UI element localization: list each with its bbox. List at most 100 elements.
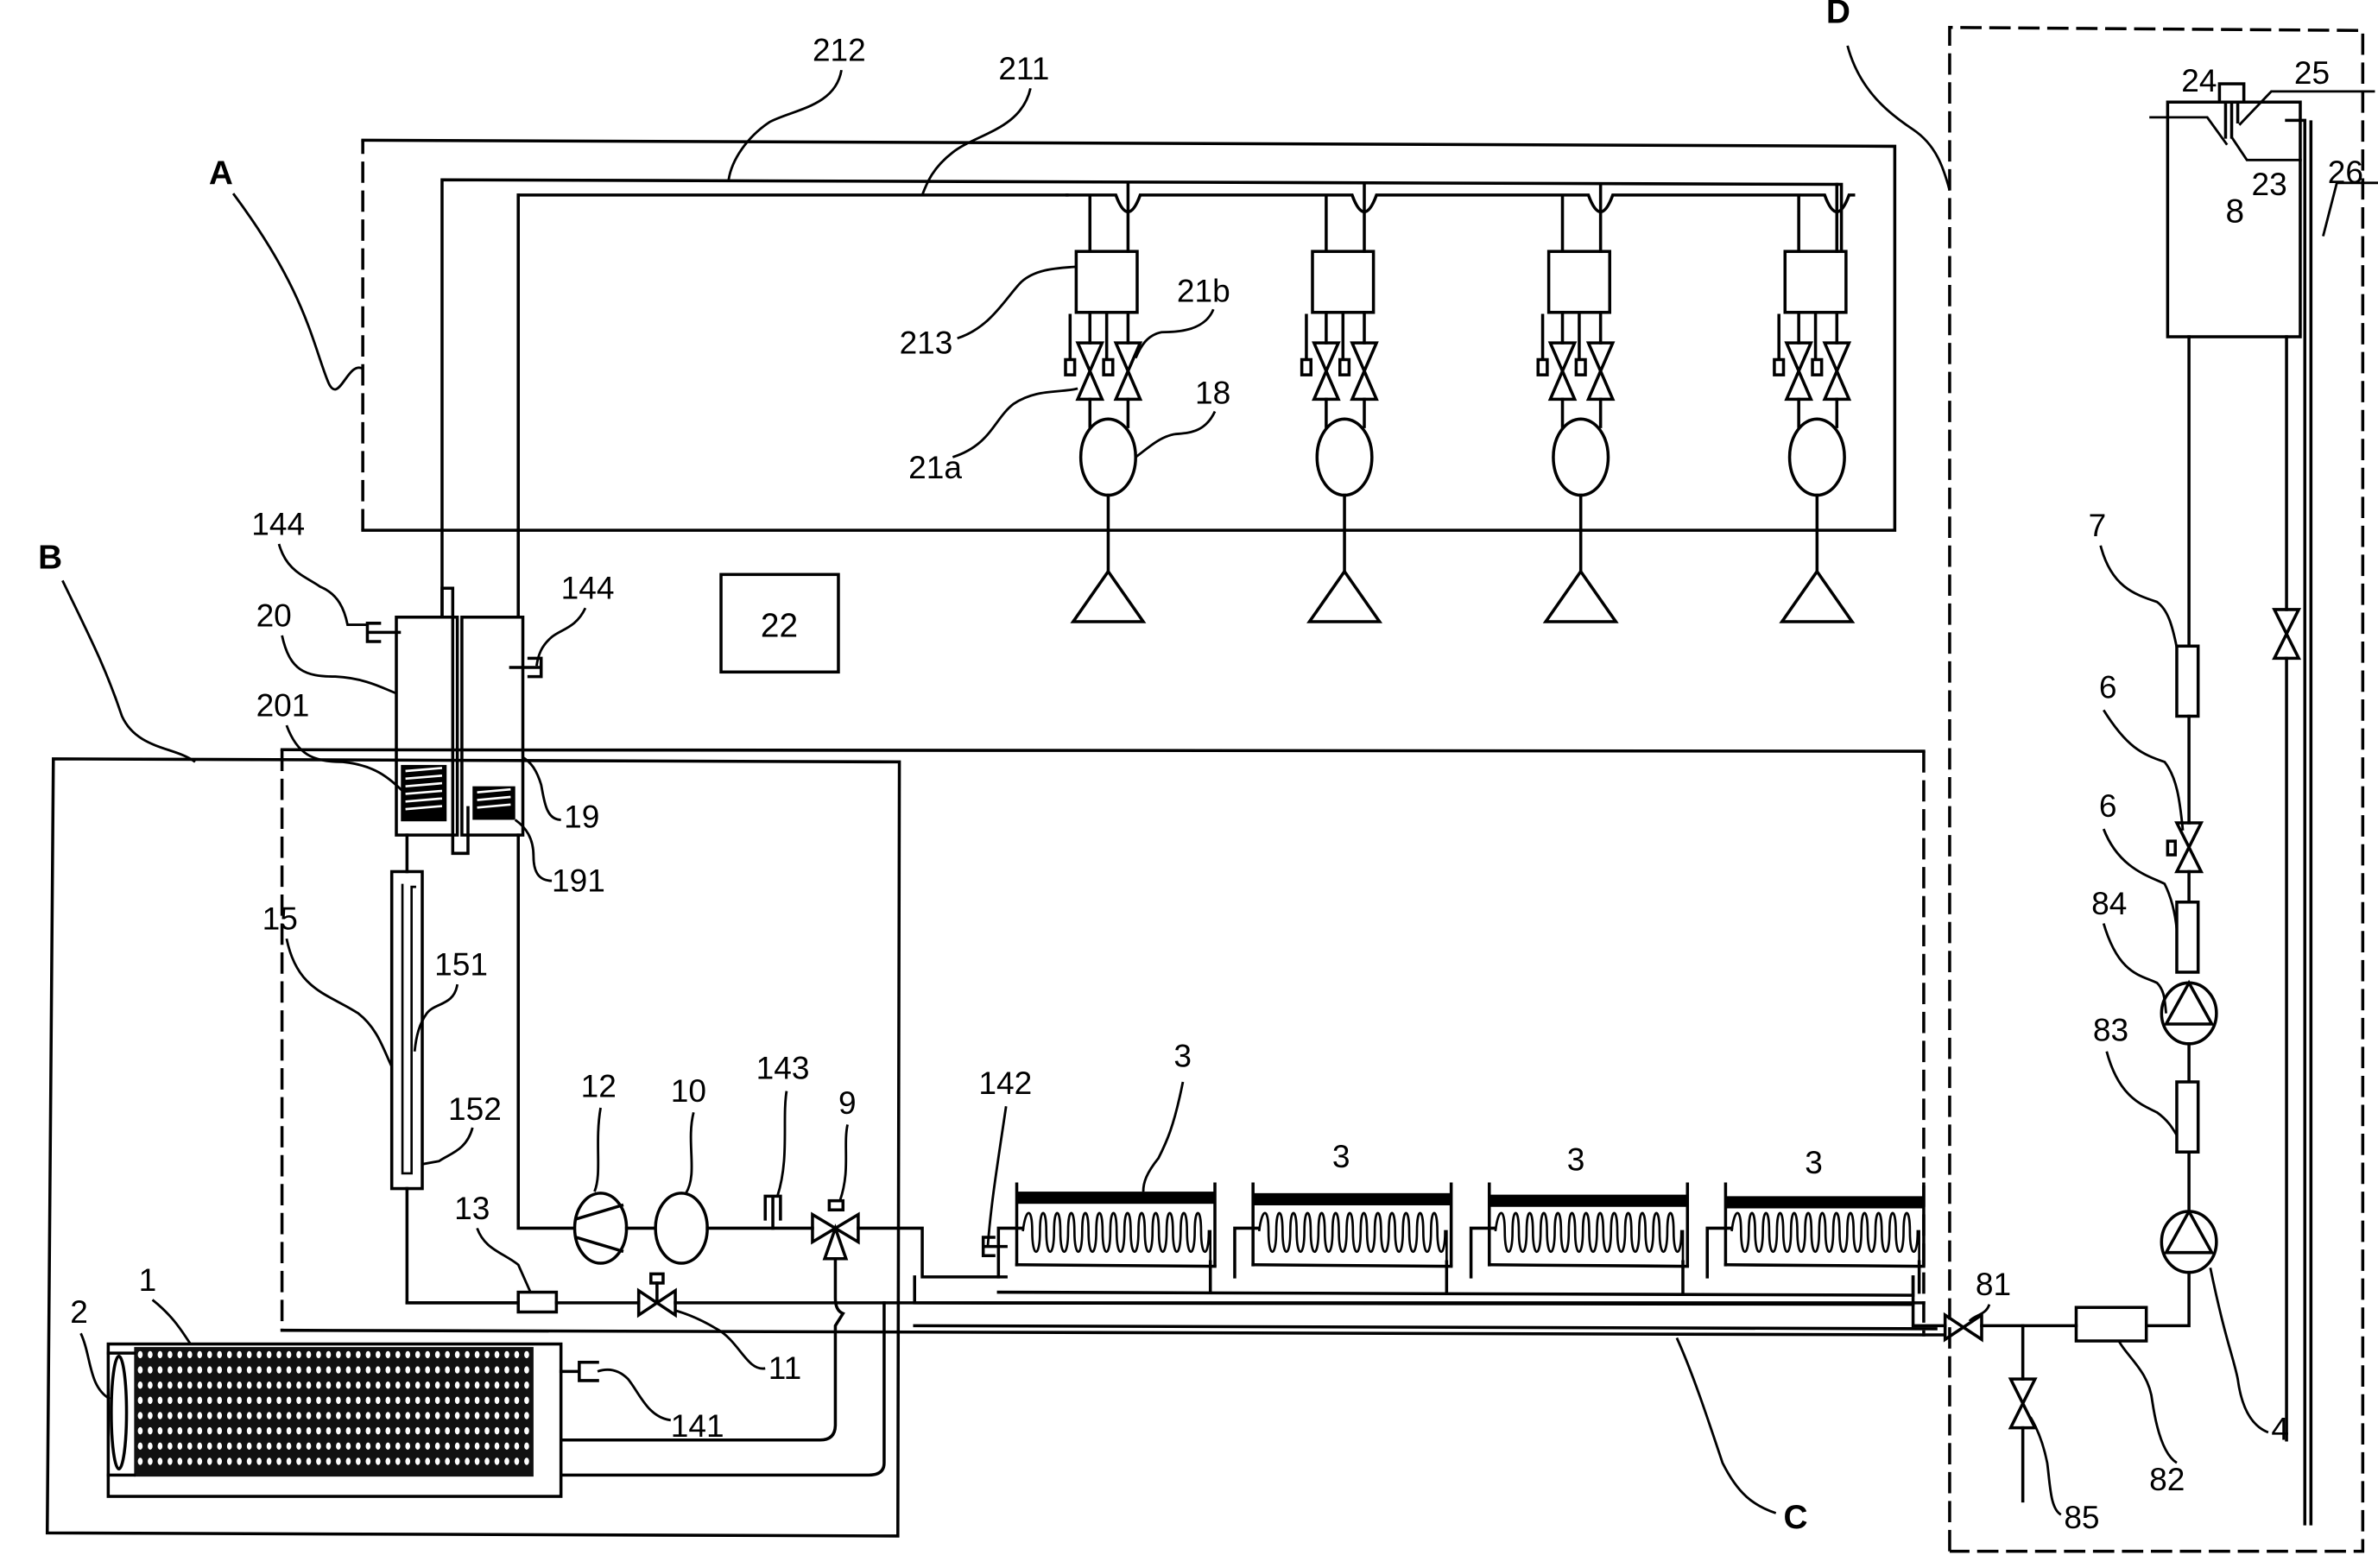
fin-dot xyxy=(158,1427,163,1434)
fin-dot xyxy=(475,1381,480,1388)
fin-dot xyxy=(415,1397,421,1404)
leader-143 xyxy=(777,1091,787,1197)
fin-dot xyxy=(524,1427,529,1434)
collector-connections xyxy=(998,1228,1210,1292)
leader-21b xyxy=(1135,309,1213,357)
fin-dot xyxy=(425,1351,430,1358)
fin-dot xyxy=(148,1366,153,1373)
label-3-first: 3 xyxy=(1173,1037,1192,1073)
fin-dot xyxy=(385,1457,390,1464)
inlet-valve-icon xyxy=(2274,610,2299,658)
fin-dot xyxy=(296,1427,301,1434)
filter-13-icon xyxy=(518,1293,556,1312)
label-4: 4 xyxy=(2271,1411,2289,1447)
valve-actuator-icon xyxy=(1576,359,1585,375)
fin-dot xyxy=(307,1397,312,1404)
leader-142 xyxy=(988,1106,1006,1246)
fin-dot xyxy=(455,1412,460,1419)
fan-coil-icon xyxy=(1317,419,1372,495)
fin-dot xyxy=(227,1351,232,1358)
leader-12 xyxy=(595,1108,601,1192)
fin-dot xyxy=(385,1397,390,1404)
fin-dot xyxy=(445,1366,450,1373)
fin-dot xyxy=(504,1427,509,1434)
leader-13 xyxy=(477,1228,531,1292)
fin-dot xyxy=(256,1412,262,1419)
fin-dot xyxy=(524,1457,529,1464)
fin-dot xyxy=(385,1412,390,1419)
fin-dot xyxy=(138,1397,143,1404)
fin-dot xyxy=(515,1427,520,1434)
collector-base xyxy=(1489,1265,1688,1267)
evaporator-1: 1 2 141 xyxy=(70,1261,724,1496)
fin-dot xyxy=(346,1397,351,1404)
fin-dot xyxy=(247,1443,252,1450)
leader-20 xyxy=(282,635,396,693)
pump-4-icon xyxy=(2161,1211,2217,1273)
fin-dot xyxy=(276,1366,281,1373)
label-6-top: 6 xyxy=(2099,668,2117,705)
label-20: 20 xyxy=(256,597,292,633)
compressor-12-icon xyxy=(575,1193,627,1263)
fin-dot xyxy=(138,1412,143,1419)
fin-dot xyxy=(197,1351,202,1358)
fin-dot xyxy=(346,1457,351,1464)
collector-glazing xyxy=(1253,1193,1451,1205)
label-6-bottom: 6 xyxy=(2099,787,2117,824)
fin-dot xyxy=(287,1381,292,1388)
fin-dot xyxy=(455,1381,460,1388)
fin-dot xyxy=(177,1397,182,1404)
fin-dot xyxy=(366,1427,371,1434)
fin-dot xyxy=(247,1457,252,1464)
fin-dot xyxy=(405,1443,410,1450)
fin-dot xyxy=(158,1457,163,1464)
fin-dot xyxy=(385,1366,390,1373)
fin-dot xyxy=(395,1381,401,1388)
label-84: 84 xyxy=(2091,885,2127,921)
fin-dot xyxy=(237,1381,242,1388)
fin-dot xyxy=(336,1412,341,1419)
fin-dot xyxy=(227,1457,232,1464)
fin-dot xyxy=(484,1457,490,1464)
leader-144-right xyxy=(536,608,585,666)
fin-dot xyxy=(356,1443,361,1450)
fin-dot xyxy=(138,1366,143,1373)
fin-dot xyxy=(148,1381,153,1388)
fin-dot xyxy=(256,1381,262,1388)
fin-dot xyxy=(187,1366,193,1373)
fin-dot xyxy=(326,1412,332,1419)
fin-dot xyxy=(168,1351,173,1358)
solar-collector-3 xyxy=(1707,1184,1924,1292)
fin-dot xyxy=(435,1381,440,1388)
fin-dot xyxy=(168,1397,173,1404)
fin-dot xyxy=(276,1351,281,1358)
region-a-label: A xyxy=(209,155,233,193)
fin-dot xyxy=(316,1412,321,1419)
fin-dot xyxy=(465,1427,470,1434)
valve-actuator-icon xyxy=(1812,359,1822,375)
fin-dot xyxy=(435,1412,440,1419)
fin-dot xyxy=(227,1443,232,1450)
fin-dot xyxy=(515,1351,520,1358)
fin-dot xyxy=(138,1427,143,1434)
region-c-top xyxy=(282,749,1924,751)
fin-dot xyxy=(425,1366,430,1373)
leader-84 xyxy=(2103,923,2166,1013)
valve-icon xyxy=(1825,343,1849,399)
fin-dot xyxy=(247,1381,252,1388)
fin-dot xyxy=(237,1351,242,1358)
valve-icon xyxy=(1352,343,1376,399)
fin-dot xyxy=(287,1412,292,1419)
leader-18 xyxy=(1135,412,1215,458)
leader-213 xyxy=(958,267,1077,338)
fin-dot xyxy=(316,1351,321,1358)
leader-212 xyxy=(729,70,842,180)
valve-icon xyxy=(1314,343,1338,399)
fin-dot xyxy=(148,1412,153,1419)
flow-switch-7 xyxy=(2177,646,2198,716)
terminal-unit-4 xyxy=(1774,185,1852,623)
fin-dot xyxy=(316,1457,321,1464)
controller-icon xyxy=(1549,251,1610,313)
fin-dot xyxy=(504,1443,509,1450)
fin-dot xyxy=(376,1427,381,1434)
